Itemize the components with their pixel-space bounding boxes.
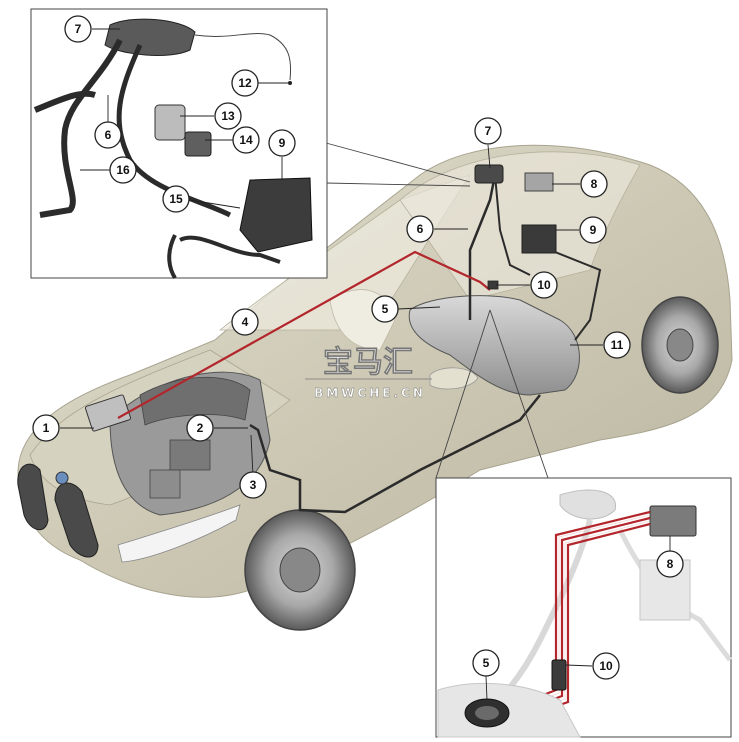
fuel-tank — [408, 295, 580, 396]
module-8-detail — [649, 505, 697, 537]
svg-text:7: 7 — [75, 22, 82, 36]
callout-2: 2 — [186, 414, 214, 442]
callout-6: 6 — [406, 215, 434, 243]
svg-text:4: 4 — [242, 315, 249, 329]
svg-text:16: 16 — [116, 163, 130, 177]
inset-top-callout-6: 6 — [94, 121, 122, 149]
svg-text:8: 8 — [667, 557, 674, 571]
callout-10: 10 — [530, 271, 558, 299]
control-unit-1 — [84, 394, 132, 432]
inset-top-callout-9: 9 — [268, 129, 296, 157]
inset-bottom-callout-10: 10 — [592, 652, 620, 680]
kidney-grille — [17, 463, 99, 558]
carbon-canister-9 — [521, 224, 557, 254]
svg-text:11: 11 — [611, 338, 624, 352]
callout-8: 8 — [580, 170, 608, 198]
svg-text:9: 9 — [279, 136, 286, 150]
callout-4: 4 — [231, 308, 259, 336]
callout-1: 1 — [32, 414, 60, 442]
inset-top-callout-13: 13 — [214, 102, 242, 130]
watermark-main: 宝马汇 — [323, 345, 413, 380]
inset-bottom — [435, 309, 732, 738]
signal-line-4 — [117, 250, 491, 419]
svg-text:13: 13 — [221, 109, 235, 123]
callout-11: 11 — [603, 331, 631, 359]
svg-text:1: 1 — [43, 421, 50, 435]
svg-text:3: 3 — [250, 478, 257, 492]
sensor-10-detail — [551, 659, 567, 691]
callout-3: 3 — [239, 471, 267, 499]
inset-top-callout-14: 14 — [232, 126, 260, 154]
inset-bottom-callout-5: 5 — [472, 649, 500, 677]
inset-top-callout-7: 7 — [64, 15, 92, 43]
watermark: 宝马汇 BMWCHE.CN — [305, 345, 432, 400]
svg-text:5: 5 — [382, 302, 389, 316]
fuel-lines — [249, 174, 602, 514]
svg-text:2: 2 — [197, 421, 204, 435]
inset-top-callout-16: 16 — [109, 156, 137, 184]
svg-text:9: 9 — [590, 223, 597, 237]
svg-text:5: 5 — [483, 656, 490, 670]
inset-top — [30, 8, 471, 280]
module-8 — [524, 172, 554, 192]
watermark-sub: BMWCHE.CN — [314, 386, 426, 400]
headlight — [117, 504, 241, 563]
svg-text:12: 12 — [238, 76, 252, 90]
purge-valve-7 — [474, 164, 504, 184]
svg-text:7: 7 — [485, 124, 492, 138]
svg-text:6: 6 — [417, 222, 424, 236]
svg-text:10: 10 — [599, 659, 613, 673]
svg-text:6: 6 — [105, 128, 112, 142]
inset-bottom-callout-8: 8 — [656, 550, 684, 578]
svg-text:8: 8 — [591, 177, 598, 191]
inset-top-callout-12: 12 — [231, 69, 259, 97]
inset-top-callout-15: 15 — [162, 185, 190, 213]
svg-text:15: 15 — [169, 192, 183, 206]
callout-5: 5 — [371, 295, 399, 323]
svg-text:10: 10 — [537, 278, 551, 292]
callout-7: 7 — [474, 117, 502, 145]
callout-9: 9 — [579, 216, 607, 244]
svg-text:14: 14 — [239, 133, 253, 147]
bmw-badge-icon — [55, 471, 69, 485]
